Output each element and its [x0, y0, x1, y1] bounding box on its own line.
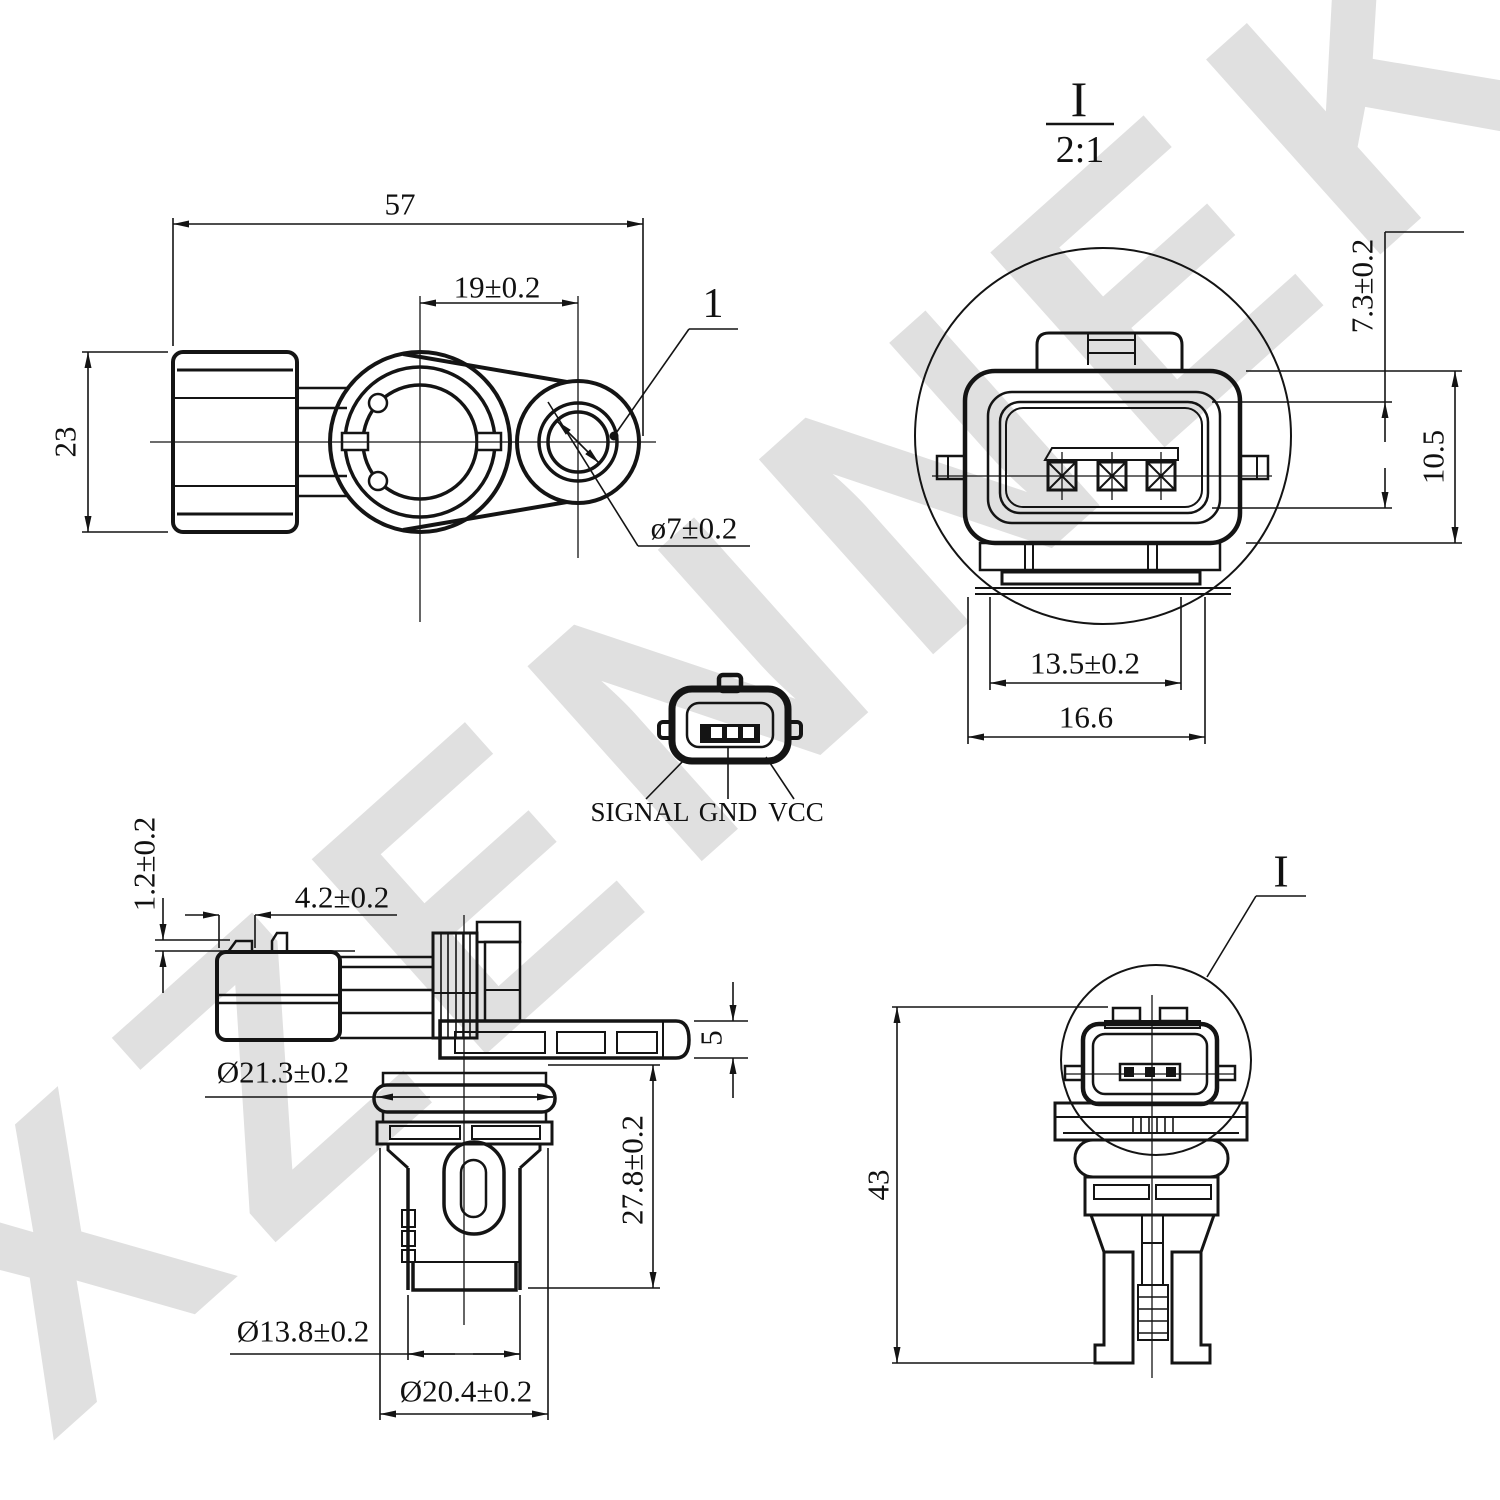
left-key — [657, 720, 675, 740]
key-notch — [367, 392, 389, 414]
right-wing — [1238, 454, 1270, 481]
dim-body-height: 23 — [48, 351, 168, 533]
front-view: I 43 — [861, 846, 1306, 1378]
left-wing — [1063, 1064, 1085, 1082]
detail-title-scale: 2:1 — [1056, 129, 1105, 171]
dim-ridge-height: 1.2±0.2 — [127, 817, 355, 993]
detail-title: I 2:1 — [1046, 71, 1114, 171]
dim-socket-depth: 7.3±0.2 — [1212, 231, 1464, 509]
dim-text-10-5: 10.5 — [1416, 430, 1451, 484]
top-view-part — [150, 296, 656, 622]
dim-overall-height: 43 — [861, 1006, 1108, 1364]
dim-text-20-4: Ø20.4±0.2 — [400, 1374, 532, 1409]
dim-text-7-3: 7.3±0.2 — [1345, 239, 1380, 334]
callout-text-1: 1 — [703, 281, 724, 327]
top-key — [716, 672, 744, 694]
dim-tip-length: 27.8±0.2 — [528, 1064, 660, 1289]
pin-slot — [743, 727, 754, 738]
dim-overall-width: 57 — [172, 187, 644, 436]
ridge-small — [226, 939, 254, 953]
pin-shelf — [1043, 447, 1179, 461]
detail-connector-face — [932, 331, 1272, 595]
lock-tab — [1035, 331, 1184, 371]
dim-text-5: 5 — [694, 1030, 729, 1046]
pin-terminal — [1046, 452, 1078, 500]
right-wing — [1215, 1064, 1237, 1082]
side-view-part — [215, 915, 691, 1325]
mounting-flange-arm — [438, 1019, 691, 1060]
dim-tip-diameter: Ø13.8±0.2 — [230, 1295, 521, 1360]
pin-slot — [711, 727, 722, 738]
ribbed-tip — [1137, 1284, 1169, 1341]
dim-hole-offset: 19±0.2 — [420, 270, 578, 307]
dim-text-13-8: Ø13.8±0.2 — [237, 1314, 369, 1349]
signal-leader — [645, 756, 688, 800]
right-key — [785, 720, 803, 740]
body-tabs — [297, 386, 349, 498]
dim-flange-thickness: 5 — [694, 982, 748, 1098]
detail-view: I 2:1 — [914, 71, 1464, 744]
pin-label-gnd: GND — [699, 797, 758, 827]
leader-dot — [609, 431, 619, 441]
detail-callout-circle — [1060, 964, 1252, 1156]
top-view: 57 19±0.2 23 ø7±0.2 1 — [48, 187, 750, 622]
pin-block — [1118, 1062, 1182, 1082]
pin-label-vcc: VCC — [768, 797, 824, 827]
dim-text-19: 19±0.2 — [454, 270, 541, 305]
dim-connector-height: 10.5 — [1246, 370, 1462, 544]
ridge-tall — [270, 931, 289, 952]
side-view: 1.2±0.2 4.2±0.2 Ø21.3±0.2 5 — [127, 817, 748, 1420]
vcc-leader — [765, 756, 795, 800]
dim-hole-diameter: ø7±0.2 — [547, 401, 750, 547]
pin — [1124, 1067, 1134, 1077]
pin — [1145, 1067, 1155, 1077]
dim-barrel-diameter: Ø20.4±0.2 — [379, 1148, 549, 1420]
centerlines — [150, 296, 656, 622]
dim-text-16-6: 16.6 — [1059, 700, 1113, 735]
detail-boundary-circle — [914, 247, 1292, 625]
dim-text-1-2: 1.2±0.2 — [127, 817, 162, 912]
key-notch — [367, 470, 389, 492]
retainer-boss — [442, 1140, 506, 1236]
dim-text-23: 23 — [48, 427, 83, 458]
dim-socket-width: 13.5±0.2 — [989, 597, 1182, 690]
pin-slot — [727, 727, 738, 738]
dim-text-13-5: 13.5±0.2 — [1030, 646, 1140, 681]
right-leg — [1170, 1250, 1212, 1365]
left-leg — [1093, 1250, 1135, 1365]
dim-text-43: 43 — [861, 1170, 896, 1201]
dim-oring-diameter: Ø21.3±0.2 — [205, 1055, 553, 1101]
pinout-view: SIGNAL GND VCC — [591, 672, 824, 827]
dim-connector-width: 16.6 — [967, 597, 1206, 744]
pin — [1166, 1067, 1176, 1077]
dim-text-57: 57 — [385, 187, 416, 222]
front-view-part — [1053, 995, 1249, 1378]
dim-text-27-8: 27.8±0.2 — [615, 1115, 650, 1225]
pin-terminal — [1096, 452, 1128, 500]
detail-title-label: I — [1071, 71, 1088, 127]
base-step — [978, 541, 1222, 572]
base-bar — [1000, 570, 1202, 586]
pin-terminal — [1145, 452, 1177, 500]
pin-label-signal: SIGNAL — [591, 797, 690, 827]
dim-text-4-2: 4.2±0.2 — [295, 880, 390, 915]
dim-text-21-3: Ø21.3±0.2 — [217, 1055, 349, 1090]
callout-text-I: I — [1273, 846, 1288, 897]
dim-text-hole-dia: ø7±0.2 — [651, 511, 738, 546]
neck-lines — [340, 955, 433, 1040]
callout-I: I — [1206, 846, 1306, 978]
callout-1: 1 — [609, 281, 738, 441]
left-wing — [935, 454, 967, 481]
dim-tab-length: 4.2±0.2 — [185, 880, 397, 948]
